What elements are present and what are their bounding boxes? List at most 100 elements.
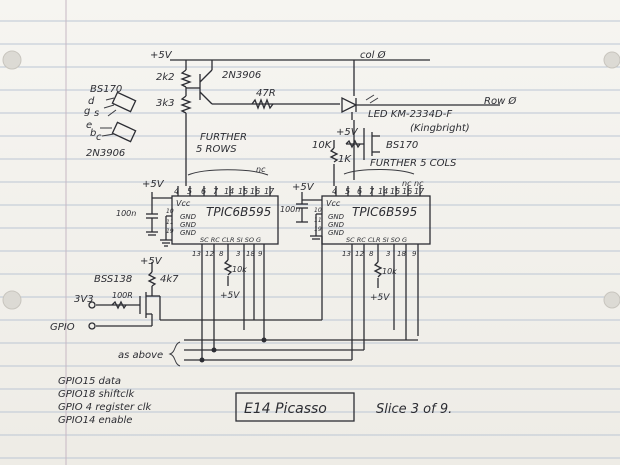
- label-r2k2: 2k2: [156, 72, 175, 83]
- label-r4k7: 4k7: [160, 274, 179, 285]
- punch-hole: [2, 50, 22, 70]
- pin-gnd-right-2: 19: [314, 226, 322, 233]
- label-led: LED KM-2334D-F: [368, 109, 452, 120]
- pin-gnd-left-1: 11: [166, 219, 174, 226]
- pin-gnd-left-0: 10: [166, 208, 174, 215]
- pin-top-right-3: 7: [369, 187, 375, 196]
- pin-top-left-1: 5: [187, 187, 192, 196]
- pin-gnd-right-0: 10: [314, 207, 322, 214]
- gpio-note: GPIO15 data: [58, 376, 121, 387]
- label-v3v3: 3V3: [74, 294, 94, 305]
- pin-bottom-left-4: 18: [246, 250, 255, 258]
- label-col0: col Ø: [360, 49, 387, 61]
- label-gnd-right-2: GND: [328, 229, 345, 237]
- label-c100n-left: 100n: [116, 209, 136, 218]
- label-plus5v-bss: +5V: [140, 256, 163, 267]
- label-r10k-b: 10k: [232, 265, 247, 274]
- label-bs170-mid: BS170: [386, 140, 418, 151]
- gpio-note: GPIO14 enable: [58, 415, 132, 426]
- label-vcc-left: Vcc: [176, 199, 191, 208]
- gpio-note: GPIO18 shiftclk: [58, 389, 136, 400]
- label-plus5v-mid: +5V: [336, 127, 359, 138]
- pin-top-left-5: 15: [238, 187, 248, 196]
- label-r10k-c: 10k: [382, 267, 397, 276]
- label-five-rows: 5 ROWS: [196, 144, 237, 155]
- label-r47: 47R: [256, 88, 276, 99]
- label-further-rows: FURTHER: [200, 132, 247, 143]
- pin-top-right-7: 17: [414, 187, 425, 196]
- pin-top-left-4: 14: [224, 187, 234, 196]
- pin-bottom-right-5: 9: [412, 250, 417, 258]
- label-as-above: as above: [118, 350, 163, 361]
- pin-bottom-right-3: 3: [386, 250, 390, 258]
- label-c100n-right: 100n: [280, 205, 300, 214]
- pin-top-right-4: 14: [378, 187, 388, 196]
- label-c: c: [96, 132, 102, 143]
- punch-hole: [2, 290, 22, 310]
- pin-top-right-6: 16: [402, 187, 412, 196]
- label-kingbright: (Kingbright): [410, 123, 470, 134]
- label-gnd-right-1: GND: [328, 221, 345, 229]
- label-plus5v-center: +5V: [292, 182, 315, 193]
- label-q-top: 2N3906: [222, 70, 261, 81]
- pin-top-left-0: 4: [174, 187, 179, 196]
- pin-bottom-left-1: 12: [205, 250, 214, 258]
- drawing-title: E14 Picasso: [244, 401, 327, 417]
- pin-bottom-right-4: 18: [397, 250, 406, 258]
- level-shifter: [88, 262, 161, 330]
- label-r100r: 100R: [112, 291, 133, 300]
- ic-right: [296, 169, 431, 360]
- label-g: g: [84, 106, 90, 117]
- label-bottom-pins-left: SC RC CLR SI SO G: [200, 236, 261, 244]
- row-driver: [170, 59, 500, 186]
- pin-top-left-2: 6: [201, 187, 206, 196]
- gpio-note: GPIO 4 register clk: [58, 402, 153, 413]
- label-nc-left: nc: [256, 165, 266, 174]
- label-plus5v-b: +5V: [220, 291, 240, 301]
- slice-label: Slice 3 of 9.: [376, 402, 452, 417]
- label-gnd-left-0: GND: [180, 213, 197, 221]
- punch-hole: [603, 51, 620, 69]
- label-bottom-pins-right: SC RC CLR SI SO G: [346, 236, 407, 244]
- pin-top-right-5: 15: [390, 187, 400, 196]
- label-plus5v-top: +5V: [150, 50, 173, 61]
- pin-bottom-left-2: 8: [219, 250, 224, 258]
- label-e: e: [86, 120, 92, 131]
- pin-top-left-3: 7: [213, 187, 219, 196]
- label-d: d: [88, 96, 95, 107]
- label-pnp-legend: 2N3906: [86, 148, 125, 159]
- pin-top-left-7: 17: [264, 187, 275, 196]
- pin-gnd-left-2: 19: [166, 228, 174, 235]
- label-vcc-right: Vcc: [326, 199, 341, 208]
- label-gnd-left-2: GND: [180, 229, 197, 237]
- pin-bottom-left-5: 9: [258, 250, 263, 258]
- pin-gnd-right-1: 11: [314, 217, 322, 224]
- label-further-cols: FURTHER 5 COLS: [370, 158, 457, 169]
- label-plus5v-c: +5V: [370, 293, 390, 303]
- label-r3k3: 3k3: [156, 98, 175, 109]
- pin-bottom-right-1: 12: [355, 250, 364, 258]
- pin-top-right-1: 5: [345, 187, 350, 196]
- label-ic-right: TPIC6B595: [352, 205, 417, 219]
- label-ic-left: TPIC6B595: [206, 205, 271, 219]
- label-s: s: [94, 108, 99, 119]
- label-gpio0: GPIO: [50, 322, 75, 333]
- pin-bottom-right-2: 8: [369, 250, 374, 258]
- punch-hole: [603, 291, 620, 309]
- pin-top-right-0: 4: [332, 187, 337, 196]
- label-bs170-legend: BS170: [90, 84, 122, 95]
- label-gnd-left-1: GND: [180, 221, 197, 229]
- title-box: [235, 392, 355, 422]
- label-nc-right: nc nc: [402, 179, 424, 188]
- pin-bottom-left-3: 3: [236, 250, 240, 258]
- label-gnd-right-0: GND: [328, 213, 345, 221]
- label-row0: Row Ø: [484, 95, 517, 107]
- label-b: b: [90, 128, 96, 139]
- label-r10k-a: 10K: [312, 140, 333, 151]
- pin-bottom-left-0: 13: [192, 250, 201, 258]
- pin-top-right-2: 6: [357, 187, 362, 196]
- pin-top-left-6: 16: [250, 187, 260, 196]
- pin-bottom-right-0: 13: [342, 250, 351, 258]
